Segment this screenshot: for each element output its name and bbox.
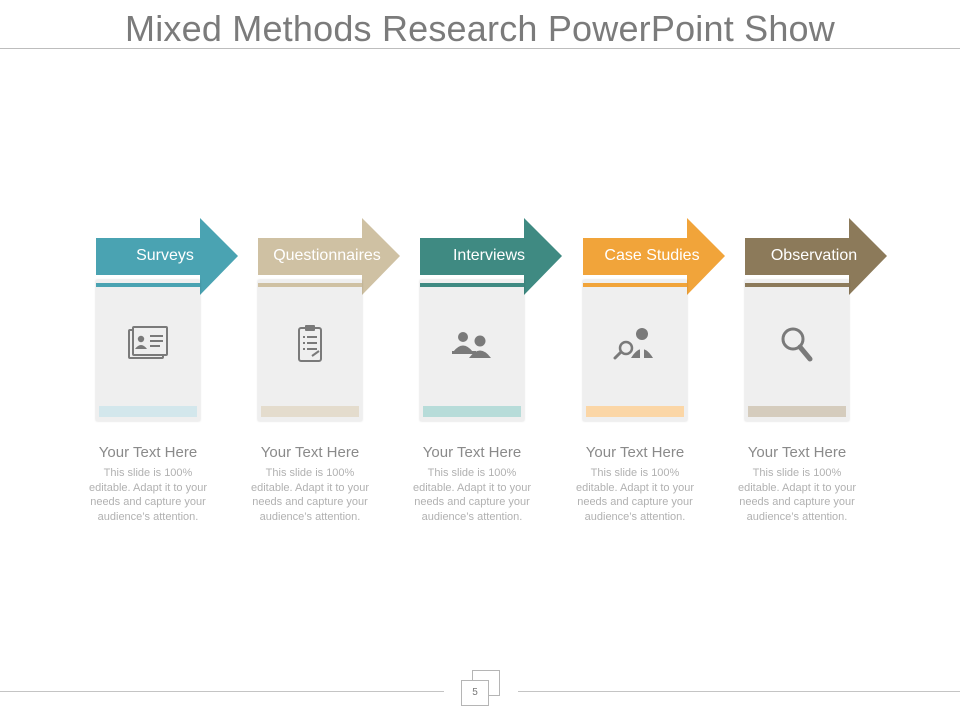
step-card bbox=[420, 280, 524, 421]
step-case-studies: Case Studies Your Text Here This slide i… bbox=[576, 218, 753, 538]
card-footer-bar bbox=[586, 406, 684, 417]
step-card bbox=[583, 280, 687, 421]
interview-people-icon bbox=[452, 332, 491, 358]
page-number: 5 bbox=[461, 680, 489, 706]
step-body-text: This slide is 100% editable. Adapt it to… bbox=[575, 467, 695, 523]
slide-title: Mixed Methods Research PowerPoint Show bbox=[125, 8, 835, 49]
card-accent-stripe bbox=[745, 283, 849, 287]
step-body-text: This slide is 100% editable. Adapt it to… bbox=[250, 467, 370, 523]
step-heading: Your Text Here bbox=[98, 444, 198, 461]
card-accent-stripe bbox=[420, 283, 524, 287]
card-accent-stripe bbox=[96, 283, 200, 287]
arrow-shape bbox=[96, 218, 238, 295]
card-footer-bar bbox=[261, 406, 359, 417]
arrow-shape bbox=[258, 218, 400, 295]
step-card bbox=[258, 280, 362, 421]
step-heading: Your Text Here bbox=[260, 444, 360, 461]
step-card bbox=[745, 280, 849, 421]
step-heading: Your Text Here bbox=[422, 444, 522, 461]
footer-divider-right bbox=[518, 691, 960, 692]
step-label-surveys: Surveys bbox=[136, 247, 194, 264]
step-label-case-studies: Case Studies bbox=[604, 247, 700, 264]
card-footer-bar bbox=[748, 406, 846, 417]
title-divider bbox=[0, 48, 960, 49]
step-label-questionnaires: Questionnaires bbox=[273, 247, 381, 264]
card-accent-stripe bbox=[258, 283, 362, 287]
step-body-text: This slide is 100% editable. Adapt it to… bbox=[88, 467, 208, 523]
person-magnifier-icon bbox=[613, 328, 653, 360]
magnifier-icon bbox=[781, 327, 813, 362]
arrow-shape bbox=[420, 218, 562, 295]
id-card-icon bbox=[128, 326, 168, 359]
step-label-observation: Observation bbox=[770, 247, 858, 264]
arrow-shape bbox=[745, 218, 887, 295]
step-interviews: Interviews Your Text Here This slide is … bbox=[413, 218, 590, 538]
clipboard-icon bbox=[298, 325, 322, 362]
card-footer-bar bbox=[423, 406, 521, 417]
card-accent-stripe bbox=[583, 283, 687, 287]
step-body-text: This slide is 100% editable. Adapt it to… bbox=[737, 467, 857, 523]
step-heading: Your Text Here bbox=[585, 444, 685, 461]
step-label-interviews: Interviews bbox=[452, 247, 526, 264]
step-card bbox=[96, 280, 200, 421]
step-questionnaires: Questionnaires Your Text Here This slide… bbox=[251, 218, 428, 538]
step-observation: Observation Your Text Here This slide is… bbox=[738, 218, 915, 538]
step-heading: Your Text Here bbox=[747, 444, 847, 461]
step-surveys: Surveys Your Text Here This slide is 100… bbox=[89, 218, 266, 538]
arrow-shape bbox=[583, 218, 725, 295]
card-footer-bar bbox=[99, 406, 197, 417]
footer-divider-left bbox=[0, 691, 444, 692]
step-body-text: This slide is 100% editable. Adapt it to… bbox=[412, 467, 532, 523]
